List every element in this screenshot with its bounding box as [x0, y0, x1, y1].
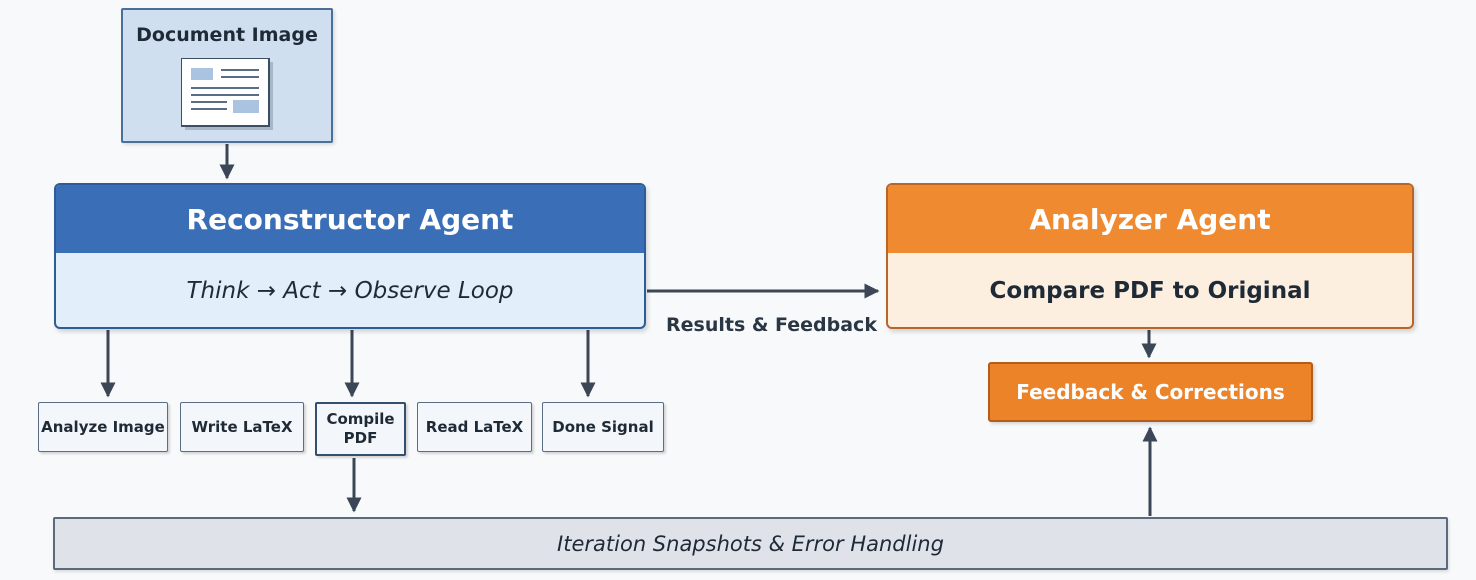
tool-read-latex: Read LaTeX: [417, 402, 532, 452]
tool-compile-pdf: Compile PDF: [315, 402, 406, 456]
feedback-corrections-box: Feedback & Corrections: [988, 362, 1313, 422]
analyzer-agent-box: Analyzer Agent Compare PDF to Original: [886, 183, 1414, 329]
document-image-title: Document Image: [136, 24, 318, 46]
reconstructor-agent-subtitle: Think → Act → Observe Loop: [186, 278, 514, 304]
document-icon: [181, 58, 273, 130]
iteration-snapshots-bar: Iteration Snapshots & Error Handling: [53, 517, 1448, 570]
document-image-box: Document Image: [121, 8, 333, 143]
tool-analyze-image: Analyze Image: [38, 402, 168, 452]
analyzer-agent-title: Analyzer Agent: [888, 185, 1412, 253]
tool-write-latex: Write LaTeX: [180, 402, 304, 452]
analyzer-agent-subtitle: Compare PDF to Original: [989, 278, 1311, 304]
tool-done-signal: Done Signal: [542, 402, 664, 452]
reconstructor-agent-title: Reconstructor Agent: [56, 185, 644, 253]
reconstructor-agent-box: Reconstructor Agent Think → Act → Observ…: [54, 183, 646, 329]
results-feedback-label: Results & Feedback: [666, 314, 877, 336]
